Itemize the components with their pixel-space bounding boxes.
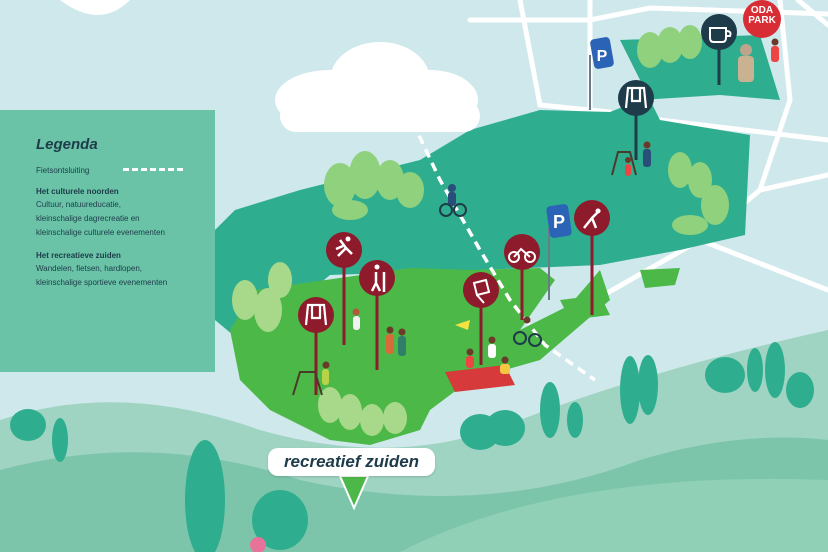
cycling-icon[interactable] bbox=[504, 234, 540, 320]
north-heading: Het culturele noorden bbox=[36, 187, 119, 196]
south-heading: Het recreatieve zuiden bbox=[36, 251, 121, 260]
brand-line2: PARK bbox=[748, 15, 776, 26]
hiking-icon[interactable] bbox=[359, 260, 395, 370]
running-icon[interactable] bbox=[326, 232, 362, 345]
north-line: kleinschalige culturele evenementen bbox=[36, 228, 165, 237]
kite bbox=[455, 320, 470, 330]
parking-north-icon[interactable]: P bbox=[589, 36, 615, 110]
north-line: kleinschalige dagrecreatie en bbox=[36, 214, 140, 223]
kite-icon[interactable] bbox=[463, 272, 499, 365]
swing-icon[interactable] bbox=[298, 297, 334, 395]
coffee-icon[interactable] bbox=[701, 14, 737, 85]
south-line: Wandelen, fietsen, hardlopen, bbox=[36, 264, 142, 273]
south-line: kleinschalige sportieve evenementen bbox=[36, 278, 168, 287]
brand-line1: ODA bbox=[750, 5, 774, 16]
svg-text:P: P bbox=[597, 48, 608, 65]
oda-park-logo[interactable]: ODA PARK bbox=[743, 0, 781, 38]
zone-label[interactable]: recreatief zuiden bbox=[268, 448, 435, 476]
zone-label-text: recreatief zuiden bbox=[283, 452, 420, 471]
north-line: Cultuur, natuureducatie, bbox=[36, 200, 121, 209]
cloud bbox=[275, 42, 480, 132]
swing-north-icon[interactable] bbox=[618, 80, 654, 160]
zone-pointer bbox=[338, 475, 370, 511]
legend-panel: Legenda Fietsontsluiting Het culturele n… bbox=[0, 110, 215, 372]
bike-route-swatch bbox=[123, 168, 183, 171]
legend-title: Legenda bbox=[36, 136, 98, 153]
picnic-blanket bbox=[445, 365, 515, 392]
svg-text:P: P bbox=[553, 212, 565, 232]
bike-route-label: Fietsontsluiting bbox=[36, 166, 90, 175]
fitness-icon[interactable] bbox=[574, 200, 610, 315]
parking-icon[interactable]: P bbox=[546, 204, 572, 300]
bike-route bbox=[398, 94, 597, 382]
